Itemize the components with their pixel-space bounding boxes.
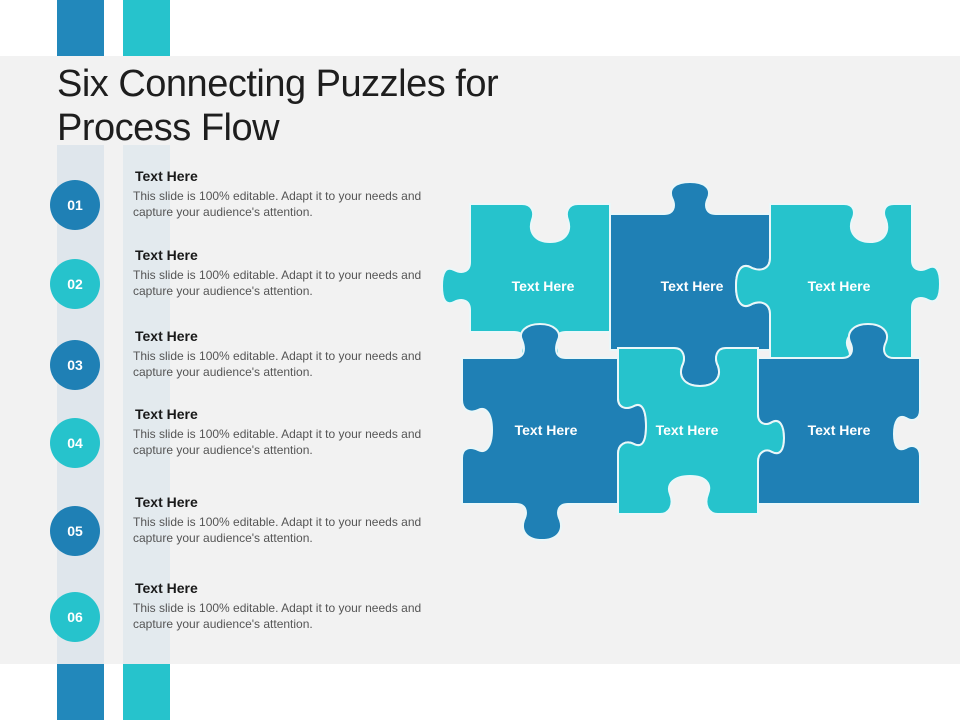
- decor-rail-dark: [57, 145, 104, 664]
- step-item-05: 05 Text Here This slide is 100% editable…: [50, 494, 422, 576]
- puzzle-piece-1-label: Text Here: [512, 278, 575, 294]
- step-item-03: 03 Text Here This slide is 100% editable…: [50, 328, 422, 410]
- decor-bar-teal-top: [123, 0, 170, 56]
- step-number-badge: 01: [50, 180, 100, 230]
- puzzle-piece-5: [617, 347, 786, 515]
- puzzle-piece-5-label: Text Here: [656, 422, 719, 438]
- slide-title: Six Connecting Puzzles for Process Flow: [57, 63, 499, 149]
- step-description: This slide is 100% editable. Adapt it to…: [133, 349, 422, 379]
- step-description: This slide is 100% editable. Adapt it to…: [133, 515, 422, 545]
- step-description: This slide is 100% editable. Adapt it to…: [133, 427, 422, 457]
- puzzle-piece-4-label: Text Here: [515, 422, 578, 438]
- step-number-badge: 04: [50, 418, 100, 468]
- puzzle-piece-6: [757, 322, 921, 505]
- step-heading: Text Here: [135, 247, 198, 263]
- step-item-02: 02 Text Here This slide is 100% editable…: [50, 247, 422, 329]
- step-item-06: 06 Text Here This slide is 100% editable…: [50, 580, 422, 662]
- step-number-badge: 03: [50, 340, 100, 390]
- decor-rail-teal: [123, 145, 170, 664]
- step-description: This slide is 100% editable. Adapt it to…: [133, 189, 422, 219]
- step-heading: Text Here: [135, 168, 198, 184]
- step-heading: Text Here: [135, 406, 198, 422]
- decor-bar-dark-bottom: [57, 664, 104, 720]
- step-heading: Text Here: [135, 494, 198, 510]
- step-number-badge: 06: [50, 592, 100, 642]
- puzzle-piece-6-label: Text Here: [808, 422, 871, 438]
- step-number-badge: 05: [50, 506, 100, 556]
- decor-bar-dark-top: [57, 0, 104, 56]
- step-description: This slide is 100% editable. Adapt it to…: [133, 601, 422, 631]
- step-item-04: 04 Text Here This slide is 100% editable…: [50, 406, 422, 488]
- step-number-badge: 02: [50, 259, 100, 309]
- puzzle-piece-3-label: Text Here: [808, 278, 871, 294]
- step-heading: Text Here: [135, 328, 198, 344]
- step-heading: Text Here: [135, 580, 198, 596]
- step-item-01: 01 Text Here This slide is 100% editable…: [50, 168, 422, 250]
- decor-bar-teal-bottom: [123, 664, 170, 720]
- puzzle-graphic: Text Here Text Here Text Here Text Here …: [440, 182, 942, 542]
- step-description: This slide is 100% editable. Adapt it to…: [133, 268, 422, 298]
- puzzle-piece-2-label: Text Here: [661, 278, 724, 294]
